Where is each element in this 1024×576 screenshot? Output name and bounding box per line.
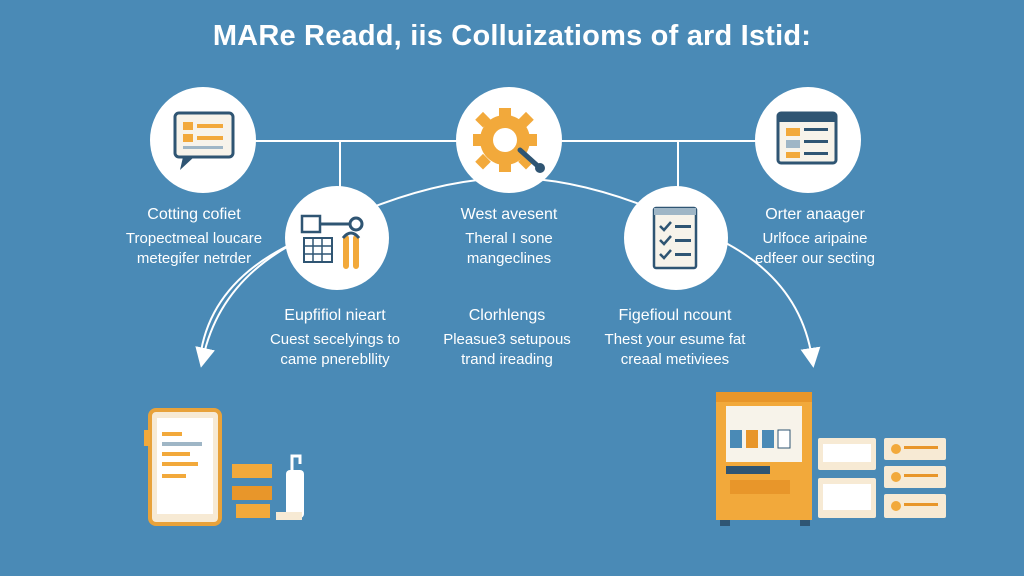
page-title: MARe Readd, iis Colluizatioms of ard Ist…	[212, 20, 812, 52]
vending-machine-and-cards-illustration	[716, 392, 946, 526]
node-gear	[456, 87, 562, 193]
label-line: Urlfoce aripaine	[762, 230, 868, 247]
label-line: came pnerebllity	[280, 351, 390, 368]
label-line: metegifer netrder	[136, 250, 252, 267]
label-chat: Cotting cofiet Tropectmeal loucare meteg…	[79, 205, 309, 269]
gear-icon	[473, 108, 545, 173]
checklist-icon	[652, 206, 698, 270]
label-line: mangeclines	[466, 250, 552, 267]
label-line: creaal metiviees	[620, 351, 730, 368]
label-gear: West avesent Theral I sone mangeclines	[394, 205, 624, 269]
label-center: Clorhlengs Pleasue3 setupous trand iread…	[392, 306, 622, 370]
label-line: Cuest secelyings to	[269, 331, 401, 348]
label-heading: West avesent	[460, 206, 558, 223]
label-document: Orter anaager Urlfoce aripaine edfeer ou…	[700, 205, 930, 269]
node-chat	[150, 87, 256, 193]
arc-connector-left-arrow	[195, 239, 301, 368]
node-checklist	[624, 186, 728, 290]
label-line: Thest your esume fat	[604, 331, 746, 348]
tools-icon	[300, 214, 364, 269]
label-line: Pleasue3 setupous	[443, 331, 571, 348]
chat-bubble-icon	[173, 111, 235, 170]
label-tools: Eupfifiol nieart Cuest secelyings to cam…	[220, 306, 450, 370]
node-document	[755, 87, 861, 193]
label-line: edfeer our secting	[754, 250, 876, 267]
node-tools	[285, 186, 389, 290]
label-checklist: Figefioul ncount Thest your esume fat cr…	[560, 306, 790, 370]
label-heading: Clorhlengs	[468, 307, 546, 324]
label-line: trand ireading	[461, 351, 553, 368]
label-line: Theral I sone	[465, 230, 553, 247]
document-icon	[776, 111, 838, 165]
label-heading: Figefioul ncount	[618, 307, 732, 324]
label-line: Tropectmeal loucare	[125, 230, 263, 247]
label-heading: Orter anaager	[765, 206, 865, 223]
label-heading: Cotting cofiet	[147, 206, 241, 223]
tablet-and-boxes-illustration	[144, 408, 304, 526]
label-heading: Eupfifiol nieart	[284, 307, 386, 324]
